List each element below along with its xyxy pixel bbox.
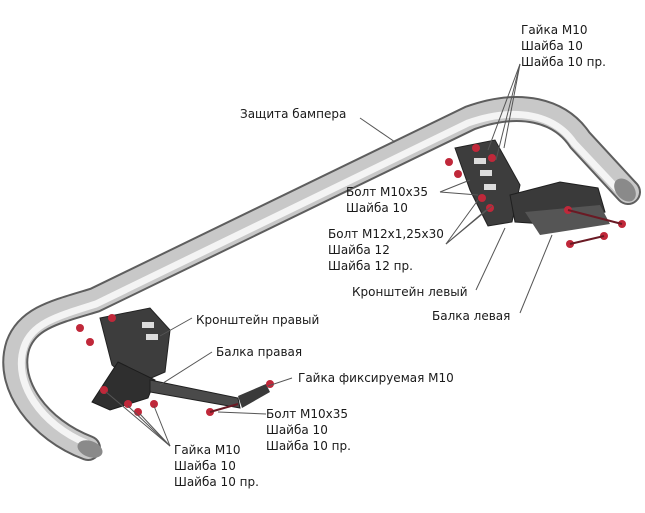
- label-bumper-guard: Защита бампера: [240, 107, 347, 121]
- beam-right-shape: [149, 379, 270, 409]
- beam-left-shape: [509, 181, 610, 235]
- label-beam-right: Балка правая: [216, 345, 303, 359]
- label-line: Шайба 10: [266, 423, 328, 437]
- label-bolt-group-bottom: Болт М10х35 Шайба 10 Шайба 10 пр.: [266, 406, 351, 454]
- label-line: Гайка М10: [174, 443, 241, 457]
- label-bracket-left: Кронштейн левый: [352, 285, 468, 299]
- label-line: Шайба 12 пр.: [328, 259, 413, 273]
- label-line: Болт М10х35: [266, 407, 349, 421]
- bracket-right-shape: [91, 307, 171, 411]
- label-line: Шайба 10: [174, 459, 236, 473]
- label-line: Шайба 10: [521, 39, 583, 53]
- label-nut-group-top: Гайка М10 Шайба 10 Шайба 10 пр.: [521, 22, 606, 70]
- label-line: Шайба 10: [346, 201, 408, 215]
- leader-lines: [105, 63, 553, 447]
- bolt-shafts: [209, 209, 623, 413]
- label-fixed-nut: Гайка фиксируемая М10: [298, 371, 454, 385]
- bumper-guard-tube: [2, 96, 641, 461]
- label-line: Шайба 12: [328, 243, 390, 257]
- label-line: Болт М10х35: [346, 185, 429, 199]
- label-line: Шайба 10 пр.: [174, 475, 259, 489]
- label-line: Шайба 10 пр.: [521, 55, 606, 69]
- label-bolt-group-mid: Болт М10х35 Шайба 10: [346, 184, 428, 216]
- label-line: Болт М12х1,25х30: [328, 227, 444, 241]
- label-beam-left: Балка левая: [432, 309, 511, 323]
- label-bolt-group-m12: Болт М12х1,25х30 Шайба 12 Шайба 12 пр.: [328, 226, 444, 274]
- fasteners: [76, 144, 626, 416]
- label-bracket-right: Кронштейн правый: [196, 313, 320, 327]
- label-line: Гайка М10: [521, 23, 588, 37]
- bracket-left-shape: [454, 139, 521, 227]
- label-line: Шайба 10 пр.: [266, 439, 351, 453]
- label-nut-group-bottom: Гайка М10 Шайба 10 Шайба 10 пр.: [174, 442, 259, 490]
